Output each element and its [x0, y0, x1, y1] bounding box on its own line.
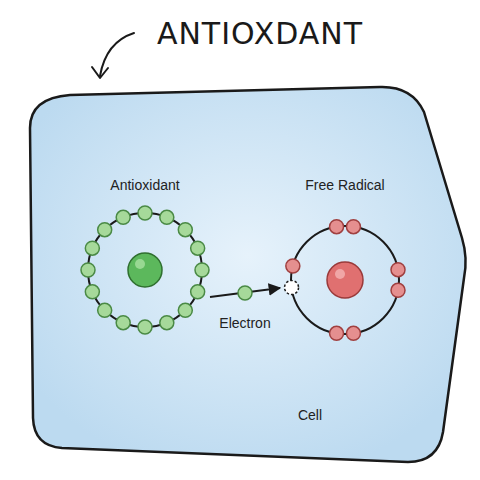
- node-outline: [80, 175, 210, 340]
- electron-dot: [391, 263, 405, 277]
- antioxidant-atom: Antioxidant: [80, 175, 210, 340]
- orbit-ring: [291, 226, 399, 334]
- edge-label: Electron: [200, 315, 290, 332]
- electron-dot: [346, 220, 360, 234]
- electron-transfer-arrow: [210, 288, 280, 297]
- electron-dot: [238, 286, 252, 300]
- electron-dot: [330, 220, 344, 234]
- electron-dot: [346, 326, 360, 340]
- missing-electron: [285, 281, 299, 295]
- electron-dot: [85, 241, 99, 255]
- cell-body: Cell Antioxidant Free Radical: [28, 85, 470, 465]
- nucleus: [128, 253, 162, 287]
- electron-dot: [178, 223, 192, 237]
- electron-dot: [160, 210, 174, 224]
- electron-dot: [138, 320, 152, 334]
- electron-dot: [81, 263, 95, 277]
- electron-dot: [98, 303, 112, 317]
- electron-dot: [195, 263, 209, 277]
- electron-dot: [98, 223, 112, 237]
- node-outline: [28, 85, 470, 465]
- nucleus: [327, 262, 363, 298]
- nucleus-shine: [135, 259, 145, 269]
- electron-dot: [391, 283, 405, 297]
- electron-dot: [85, 285, 99, 299]
- electron-dot: [191, 241, 205, 255]
- node-outline: [280, 175, 410, 350]
- atom-label: Antioxidant: [80, 177, 210, 194]
- cell-outline-group: [30, 87, 466, 462]
- electron-dot: [191, 285, 205, 299]
- cell-membrane: [30, 87, 466, 462]
- electron-dot: [286, 259, 300, 273]
- electron-dot: [160, 316, 174, 330]
- free-radical-atom: Free Radical: [280, 175, 410, 350]
- pointer-head: [92, 67, 108, 78]
- cell-label: Cell: [280, 407, 340, 424]
- electron-dot: [138, 206, 152, 220]
- edge-group: [210, 288, 280, 297]
- nucleus-shine: [335, 269, 345, 279]
- atom-label: Free Radical: [280, 177, 410, 194]
- electron-dot: [178, 303, 192, 317]
- electron-dot: [116, 316, 130, 330]
- electron-dot: [330, 326, 344, 340]
- orbit-ring: [88, 213, 202, 327]
- electron-dot: [116, 210, 130, 224]
- diagram-title: ANTIOXDANT: [140, 16, 380, 52]
- pointer-curve: [100, 33, 134, 76]
